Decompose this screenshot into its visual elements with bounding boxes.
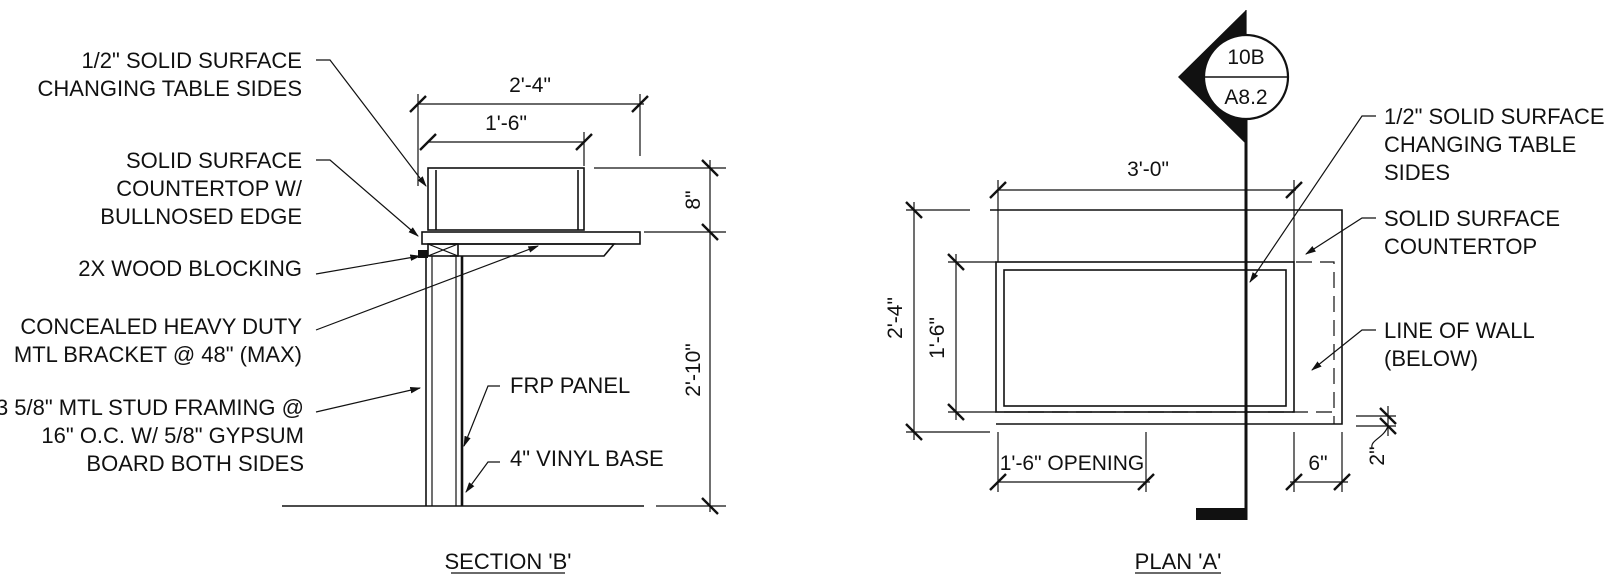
plan-a-title: PLAN 'A' <box>1135 549 1222 574</box>
dim-side-height: 8" <box>594 159 726 241</box>
svg-text:FRP PANEL: FRP PANEL <box>510 373 630 398</box>
svg-text:CONCEALED HEAVY DUTY: CONCEALED HEAVY DUTY <box>20 314 302 339</box>
svg-text:1'-6" OPENING: 1'-6" OPENING <box>1000 452 1145 475</box>
svg-text:BULLNOSED EDGE: BULLNOSED EDGE <box>100 204 302 229</box>
svg-text:2'-10": 2'-10" <box>682 343 705 397</box>
svg-text:2X WOOD BLOCKING: 2X WOOD BLOCKING <box>78 256 302 281</box>
plan-geometry <box>990 209 1343 425</box>
section-tag: 10B A8.2 <box>1178 10 1290 520</box>
svg-text:CHANGING TABLE: CHANGING TABLE <box>1384 132 1576 157</box>
dim-plan-end-offset: 6" <box>1285 432 1351 492</box>
note-plan-changing-sides: 1/2" SOLID SURFACE CHANGING TABLE SIDES <box>1249 104 1605 283</box>
svg-text:2": 2" <box>1366 446 1389 465</box>
svg-text:2'-4": 2'-4" <box>884 297 907 339</box>
dim-plan-overall-width: 3'-0" <box>989 158 1303 262</box>
svg-text:1/2" SOLID SURFACE: 1/2" SOLID SURFACE <box>81 48 302 73</box>
svg-text:COUNTERTOP: COUNTERTOP <box>1384 234 1537 259</box>
svg-text:10B: 10B <box>1227 46 1264 69</box>
dim-plan-overall-depth: 2'-4" <box>884 201 990 441</box>
svg-text:2'-4": 2'-4" <box>509 74 551 97</box>
note-countertop: SOLID SURFACE COUNTERTOP W/ BULLNOSED ED… <box>100 148 419 237</box>
svg-text:BOARD BOTH SIDES: BOARD BOTH SIDES <box>86 451 304 476</box>
dim-plan-edge-offset: 2" <box>1356 406 1397 466</box>
svg-text:16" O.C. W/ 5/8" GYPSUM: 16" O.C. W/ 5/8" GYPSUM <box>41 423 304 448</box>
svg-text:SOLID SURFACE: SOLID SURFACE <box>1384 206 1560 231</box>
note-wood-blocking: 2X WOOD BLOCKING <box>78 254 422 281</box>
svg-text:4" VINYL BASE: 4" VINYL BASE <box>510 446 664 471</box>
dim-plan-table-depth: 1'-6" <box>926 253 996 421</box>
svg-text:1'-6": 1'-6" <box>926 317 949 359</box>
dim-table-depth: 1'-6" <box>419 112 593 166</box>
svg-text:(BELOW): (BELOW) <box>1384 346 1478 371</box>
svg-text:3 5/8" MTL STUD FRAMING @: 3 5/8" MTL STUD FRAMING @ <box>0 395 304 420</box>
section-b: 1/2" SOLID SURFACE CHANGING TABLE SIDES … <box>0 48 726 574</box>
dim-counter-height: 2'-10" <box>656 240 726 515</box>
note-frp-panel: FRP PANEL <box>463 373 630 448</box>
section-b-title: SECTION 'B' <box>445 549 572 574</box>
svg-text:COUNTERTOP W/: COUNTERTOP W/ <box>116 176 303 201</box>
dim-overall-depth: 2'-4" <box>409 74 649 186</box>
svg-text:8": 8" <box>682 190 705 209</box>
svg-text:SIDES: SIDES <box>1384 160 1450 185</box>
note-stud-framing: 3 5/8" MTL STUD FRAMING @ 16" O.C. W/ 5/… <box>0 387 422 476</box>
section-geometry <box>282 167 644 507</box>
svg-text:SOLID SURFACE: SOLID SURFACE <box>126 148 302 173</box>
svg-text:1'-6": 1'-6" <box>485 112 527 135</box>
note-plan-countertop: SOLID SURFACE COUNTERTOP <box>1305 206 1560 259</box>
svg-text:MTL BRACKET @ 48" (MAX): MTL BRACKET @ 48" (MAX) <box>14 342 302 367</box>
plan-a: 10B A8.2 1/2" SOLID SURFACE CHANGING TAB… <box>884 10 1605 574</box>
svg-text:CHANGING TABLE SIDES: CHANGING TABLE SIDES <box>38 76 302 101</box>
svg-text:6": 6" <box>1308 452 1327 475</box>
note-plan-wall: LINE OF WALL (BELOW) <box>1311 318 1535 371</box>
svg-text:1/2" SOLID SURFACE: 1/2" SOLID SURFACE <box>1384 104 1605 129</box>
svg-text:A8.2: A8.2 <box>1224 86 1267 109</box>
svg-text:3'-0": 3'-0" <box>1127 158 1169 181</box>
svg-text:LINE OF WALL: LINE OF WALL <box>1384 318 1535 343</box>
dim-plan-opening: 1'-6" OPENING <box>989 432 1155 492</box>
note-changing-table-sides: 1/2" SOLID SURFACE CHANGING TABLE SIDES <box>38 48 427 187</box>
note-vinyl-base: 4" VINYL BASE <box>465 446 664 493</box>
note-bracket: CONCEALED HEAVY DUTY MTL BRACKET @ 48" (… <box>14 245 540 367</box>
